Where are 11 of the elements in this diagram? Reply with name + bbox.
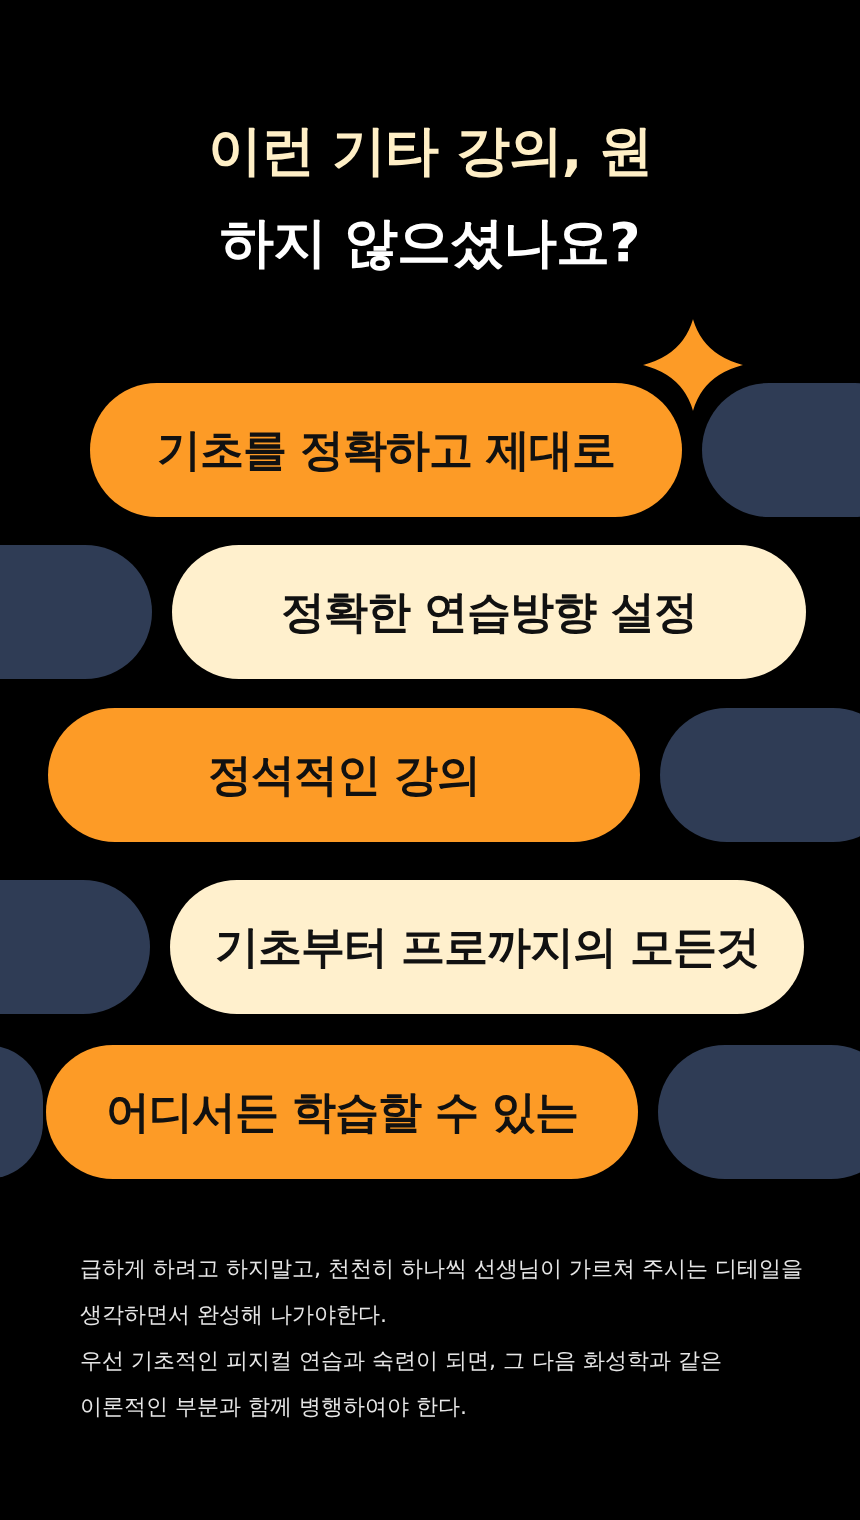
banner-text: 어디서든 학습할 수 있는 [105,1084,579,1139]
banner-text: 기초부터 프로까지의 모든것 [214,919,760,974]
decorative-pill [658,1045,860,1179]
paragraph: 우선 기초적인 피지컬 연습과 숙련이 되면, 그 다음 화성학과 같은 이론적인 부분과 함께 병행하여야 한다. [80,1347,723,1421]
banner-text: 기초를 정확하고 제대로 [156,422,616,477]
headline: 이런 기타 강의, 원하지 않으셨나요? [207,118,653,276]
banner-text: 정확한 연습방향 설정 [281,584,697,639]
decorative-pill [660,708,860,842]
decorative-pill [702,383,860,517]
banner-text: 정석적인 강의 [207,747,481,802]
paragraph: 급하게 하려고 하지말고, 천천히 하나씩 선생님이 가르쳐 주시는 디테일을 생각하면서 완성해 나가야한다. [80,1255,804,1329]
